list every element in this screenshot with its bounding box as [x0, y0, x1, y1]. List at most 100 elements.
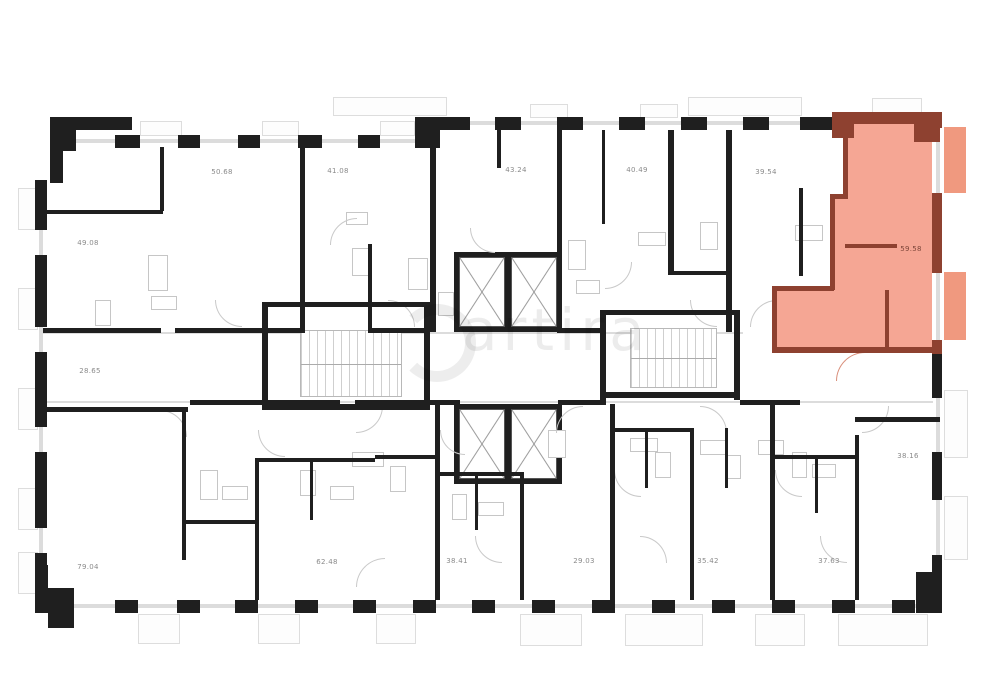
fixture: [700, 222, 718, 250]
elevator-shaft: [511, 409, 557, 479]
wall-segment: [368, 244, 372, 332]
wall-segment: [558, 400, 606, 405]
wall-segment: [592, 600, 615, 613]
wall-segment: [48, 588, 74, 628]
door-swing-arc: [330, 218, 357, 245]
wall-segment: [300, 147, 305, 332]
wall-segment: [770, 404, 775, 600]
balcony-outline: [755, 614, 805, 646]
wall-segment: [35, 565, 48, 613]
wall-segment: [235, 600, 258, 613]
highlight-wall-segment: [843, 124, 848, 198]
wall-segment: [35, 180, 47, 230]
wall-segment: [772, 600, 795, 613]
room-area-label: 59.58: [900, 245, 922, 253]
wall-segment: [557, 117, 583, 130]
room-area-label: 38.16: [897, 452, 919, 460]
wall-segment: [255, 458, 375, 462]
wall-segment: [932, 354, 942, 398]
highlight-wall-segment: [772, 286, 834, 291]
room-area-label: 35.42: [697, 557, 719, 565]
wall-segment: [520, 472, 524, 600]
balcony-outline: [262, 121, 299, 136]
highlight-wall-segment: [932, 112, 942, 128]
fixture: [346, 212, 368, 225]
room-area-label: 43.24: [505, 166, 527, 174]
fixture: [576, 280, 600, 294]
wall-segment: [262, 302, 430, 307]
wall-segment: [832, 600, 855, 613]
balcony-outline: [258, 614, 300, 644]
wall-segment: [726, 130, 732, 332]
balcony-outline: [140, 121, 182, 136]
elevator-shaft: [459, 257, 505, 327]
highlight-wall-segment: [830, 194, 835, 290]
wall-segment: [610, 428, 690, 432]
balcony-outline: [520, 614, 582, 646]
fixture: [655, 452, 671, 478]
wall-segment: [743, 117, 769, 130]
fixture: [638, 232, 666, 246]
wall-segment: [619, 117, 645, 130]
highlighted-apartment-area: [777, 288, 839, 350]
elevator-shaft: [511, 257, 557, 327]
stair-divider-line: [301, 363, 401, 365]
wall-segment: [892, 600, 915, 613]
balcony-outline: [138, 614, 180, 644]
elevator-shaft: [459, 409, 505, 479]
wall-segment: [295, 600, 318, 613]
highlighted-apartment-area: [848, 124, 932, 350]
wall-segment: [375, 455, 435, 459]
wall-segment: [177, 600, 200, 613]
room-area-label: 49.08: [77, 239, 99, 247]
room-area-label: 79.04: [77, 563, 99, 571]
fixture: [151, 296, 177, 310]
balcony-outline: [838, 614, 928, 646]
room-area-label: 41.08: [327, 167, 349, 175]
window-line: [50, 604, 940, 608]
wall-segment: [238, 135, 260, 148]
wall-segment: [415, 117, 440, 148]
wall-segment: [310, 458, 313, 520]
door-swing-arc: [605, 262, 632, 289]
door-swing-arc: [215, 300, 242, 327]
room-area-label: 39.54: [755, 168, 777, 176]
wall-segment: [932, 452, 942, 500]
room-area-label: 28.65: [79, 367, 101, 375]
fixture: [478, 502, 504, 516]
fixture: [95, 300, 111, 326]
highlight-wall-segment: [932, 193, 942, 273]
door-swing-arc: [440, 430, 465, 455]
wall-segment: [725, 428, 728, 488]
fixture: [408, 258, 428, 290]
door-swing-arc: [475, 536, 502, 563]
wall-segment: [255, 458, 259, 600]
highlight-wall-segment: [830, 194, 848, 199]
wall-segment: [681, 117, 707, 130]
wall-segment: [35, 255, 47, 327]
balcony-outline: [625, 614, 703, 646]
staircase-right: [630, 328, 717, 388]
fixture: [548, 430, 566, 458]
door-swing-arc: [700, 406, 727, 433]
highlight-wall-segment: [832, 112, 940, 124]
fixture: [200, 470, 218, 500]
wall-segment: [916, 572, 942, 613]
fixture: [812, 464, 836, 478]
highlighted-balcony: [944, 127, 966, 193]
wall-segment: [115, 600, 138, 613]
highlight-wall-segment: [885, 290, 889, 348]
fixture: [726, 455, 741, 479]
fixture: [300, 470, 316, 496]
balcony-outline: [376, 614, 416, 644]
wall-segment: [712, 600, 735, 613]
highlight-wall-segment: [772, 347, 940, 353]
wall-segment: [495, 117, 521, 130]
wall-segment: [182, 410, 186, 560]
wall-segment: [43, 328, 161, 333]
wall-segment: [610, 404, 615, 600]
balcony-outline: [530, 104, 568, 118]
wall-segment: [799, 188, 803, 276]
room-area-label: 62.48: [316, 558, 338, 566]
fixture: [330, 486, 354, 500]
